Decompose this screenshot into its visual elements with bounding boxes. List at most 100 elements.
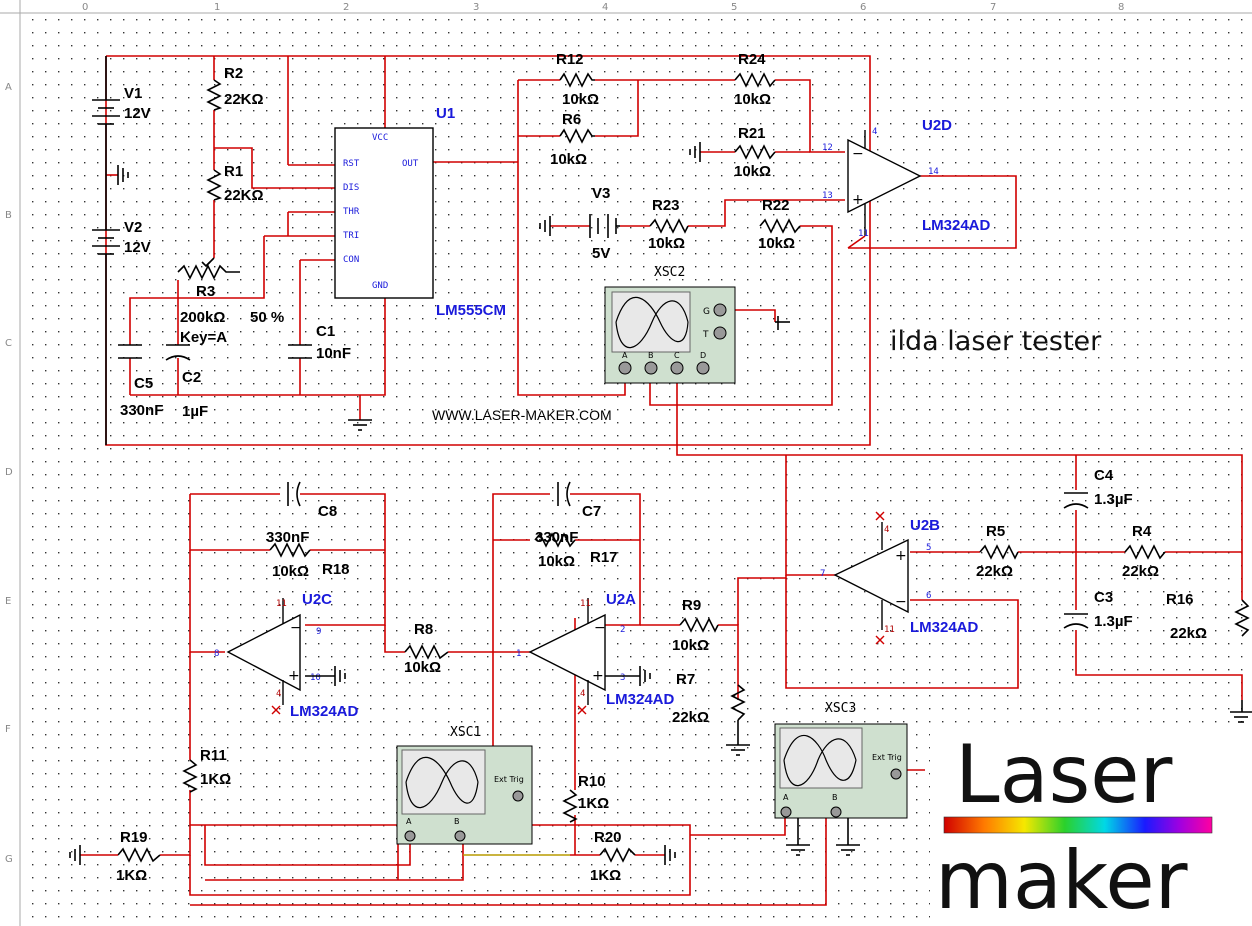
ic-u1-lm555[interactable]: VCC RST OUT DIS THR TRI CON GND: [334, 127, 434, 299]
capacitor-c4[interactable]: [1063, 492, 1089, 509]
ground-icon: [539, 216, 551, 236]
c8-value: 330nF: [266, 529, 309, 546]
battery-v2[interactable]: [92, 175, 120, 445]
wires: [105, 55, 1243, 906]
ground-icon: [605, 666, 651, 686]
resistor-r17[interactable]: [534, 532, 576, 548]
r11-value: 1KΩ: [200, 771, 231, 788]
r12-value: 10kΩ: [562, 91, 599, 108]
resistor-r12[interactable]: [559, 72, 595, 88]
resistor-r24[interactable]: [734, 72, 776, 88]
u1-part: LM555CM: [436, 302, 506, 319]
u2a-plus: +: [592, 668, 604, 684]
u2c-pin: 8: [214, 649, 219, 659]
xsc3-label-b: B: [832, 793, 838, 802]
opamp-u2d[interactable]: − + 4 12 13 14 11: [822, 127, 939, 249]
battery-v1[interactable]: [92, 56, 120, 175]
xsc2-label-b: B: [648, 351, 654, 360]
capacitor-c8[interactable]: [287, 481, 301, 507]
ground-icon: [689, 142, 701, 162]
ground-icon: [726, 720, 750, 756]
xsc1-label-b: B: [454, 817, 460, 826]
logo-line2: maker: [935, 834, 1188, 926]
xsc2-label-d: D: [700, 351, 706, 360]
resistor-r9[interactable]: [679, 617, 719, 633]
r7-name: R7: [676, 671, 695, 688]
u2d-part: LM324AD: [922, 217, 991, 234]
xsc2-label-a: A: [622, 351, 628, 360]
xsc3-name: XSC3: [825, 701, 856, 716]
u2c-minus: −: [290, 620, 302, 636]
r2-value: 22KΩ: [224, 91, 264, 108]
u2d-pin: 13: [822, 191, 833, 201]
resistor-r18[interactable]: [269, 542, 311, 558]
r1-value: 22KΩ: [224, 187, 264, 204]
resistor-r19[interactable]: [117, 847, 161, 863]
u2d-pin: 14: [928, 167, 939, 177]
potentiometer-r3[interactable]: [177, 257, 240, 280]
ruler-col-0: 0: [82, 2, 88, 13]
r17-value: 10kΩ: [538, 553, 575, 570]
website: WWW.LASER-MAKER.COM: [432, 407, 612, 423]
opamp-u2b[interactable]: + − 5 7 6 4 11: [820, 522, 931, 635]
resistor-r21[interactable]: [734, 144, 776, 160]
r6-value: 10kΩ: [550, 151, 587, 168]
r11-name: R11: [200, 747, 227, 764]
r16-name: R16: [1166, 591, 1194, 608]
r12-name: R12: [556, 51, 584, 68]
u2a-pin: 4: [580, 689, 585, 699]
capacitor-c7[interactable]: [557, 481, 571, 507]
resistor-r20[interactable]: [599, 847, 636, 863]
u2b-pin: 6: [926, 591, 931, 601]
opamp-u2c[interactable]: − + 9 8 10 4 11: [214, 598, 321, 705]
resistor-r7[interactable]: [730, 684, 746, 721]
u1-pin-rst: RST: [343, 159, 360, 169]
u1-pin-tri: TRI: [343, 231, 359, 241]
c7-name: C7: [582, 503, 601, 520]
resistor-r22[interactable]: [759, 218, 801, 234]
resistor-r23[interactable]: [649, 218, 689, 234]
u2b-name: U2B: [910, 517, 940, 534]
r23-name: R23: [652, 197, 680, 214]
r24-name: R24: [738, 51, 766, 68]
ground-icon: [786, 818, 860, 856]
r20-value: 1KΩ: [590, 867, 621, 884]
resistor-r6[interactable]: [559, 128, 595, 144]
resistor-r2[interactable]: [206, 79, 223, 111]
capacitor-c1[interactable]: [288, 344, 312, 359]
r22-name: R22: [762, 197, 790, 214]
battery-v3[interactable]: [589, 214, 620, 238]
resistor-r4[interactable]: [1124, 544, 1166, 560]
oscilloscope-xsc1[interactable]: Ext Trig A B: [396, 745, 533, 845]
capacitor-c5[interactable]: [118, 344, 142, 359]
u2d-minus: −: [852, 146, 864, 162]
oscilloscope-xsc2[interactable]: G T A B C D: [604, 286, 736, 384]
r1-name: R1: [224, 163, 243, 180]
c3-value: 1.3µF: [1094, 613, 1133, 630]
oscilloscope-xsc3[interactable]: Ext Trig A B: [774, 723, 908, 819]
v3-value: 5V: [592, 245, 610, 262]
ruler-row-g: G: [5, 854, 13, 865]
r8-name: R8: [414, 621, 433, 638]
resistor-r10[interactable]: [562, 789, 578, 823]
capacitor-c3[interactable]: [1063, 613, 1089, 629]
u2d-pin: 11: [858, 229, 869, 239]
u2a-part: LM324AD: [606, 691, 675, 708]
r6-name: R6: [562, 111, 581, 128]
r20-name: R20: [594, 829, 622, 846]
c1-value: 10nF: [316, 345, 351, 362]
u1-pin-gnd: GND: [372, 281, 388, 291]
c5-name: C5: [134, 375, 153, 392]
resistor-r5[interactable]: [979, 544, 1019, 560]
resistor-r11[interactable]: [182, 759, 198, 793]
u2c-pin: 4: [276, 689, 281, 699]
resistor-r16[interactable]: [1234, 599, 1250, 637]
u1-pin-vcc: VCC: [372, 133, 388, 143]
ground-icon: [305, 666, 346, 686]
xsc2-name: XSC2: [654, 265, 685, 280]
opamp-u2a[interactable]: − + 2 1 3 4 11: [516, 598, 625, 705]
capacitor-c2[interactable]: [165, 344, 191, 361]
resistor-r1[interactable]: [206, 169, 223, 201]
resistor-r8[interactable]: [404, 644, 449, 660]
r4-value: 22kΩ: [1122, 563, 1159, 580]
